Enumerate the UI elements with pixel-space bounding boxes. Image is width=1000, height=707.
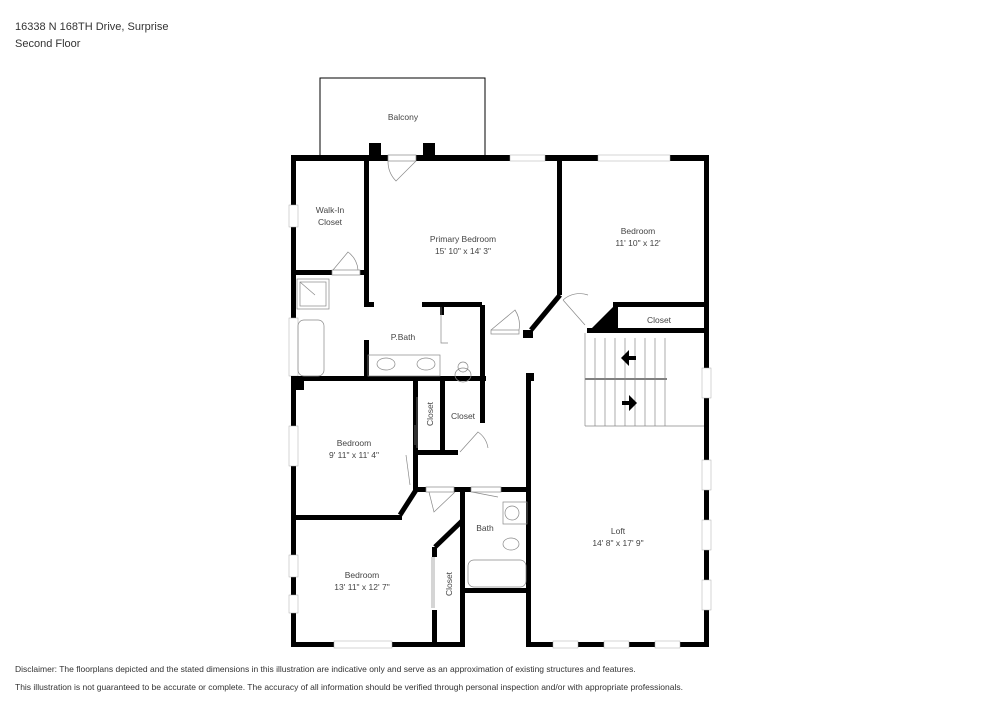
closet-vertical-1-label: Closet <box>425 401 435 426</box>
closet-ne-label: Closet <box>647 315 672 325</box>
closet-vertical-2-label: Closet <box>444 571 454 596</box>
room-labels: Balcony Walk-In Closet Primary Bedroom 1… <box>316 112 672 596</box>
bedroom-ne-label: Bedroom <box>621 226 656 236</box>
doors <box>331 154 589 608</box>
bedroom-sw-dims: 13' 11" x 12' 7" <box>334 582 389 592</box>
bedroom-w-label: Bedroom <box>337 438 372 448</box>
disclaimer-line-2: This illustration is not guaranteed to b… <box>15 682 683 692</box>
stairs <box>584 333 704 427</box>
bedroom-sw-label: Bedroom <box>345 570 380 580</box>
walk-in-closet-label-1: Walk-In <box>316 205 345 215</box>
loft-dims: 14' 8" x 17' 9" <box>592 538 643 548</box>
arrow-left-icon <box>621 350 636 366</box>
primary-bedroom-label: Primary Bedroom <box>430 234 496 244</box>
address-title: 16338 N 168TH Drive, Surprise <box>15 21 169 33</box>
p-bath-label: P.Bath <box>391 332 416 342</box>
closet-mid-label: Closet <box>451 411 476 421</box>
disclaimer-line-1: Disclaimer: The floorplans depicted and … <box>15 664 636 674</box>
primary-bedroom-dims: 15' 10" x 14' 3" <box>435 246 491 256</box>
loft-label: Loft <box>611 526 626 536</box>
bedroom-w-dims: 9' 11" x 11' 4" <box>329 450 379 460</box>
balcony-label: Balcony <box>388 112 419 122</box>
fixtures <box>296 278 528 588</box>
floor-title: Second Floor <box>15 38 81 50</box>
interior-walls <box>291 155 707 647</box>
windows <box>288 154 712 649</box>
walk-in-closet-label-2: Closet <box>318 217 343 227</box>
bath-label: Bath <box>476 523 494 533</box>
bedroom-ne-dims: 11' 10" x 12' <box>615 238 661 248</box>
arrow-right-icon <box>622 395 637 411</box>
